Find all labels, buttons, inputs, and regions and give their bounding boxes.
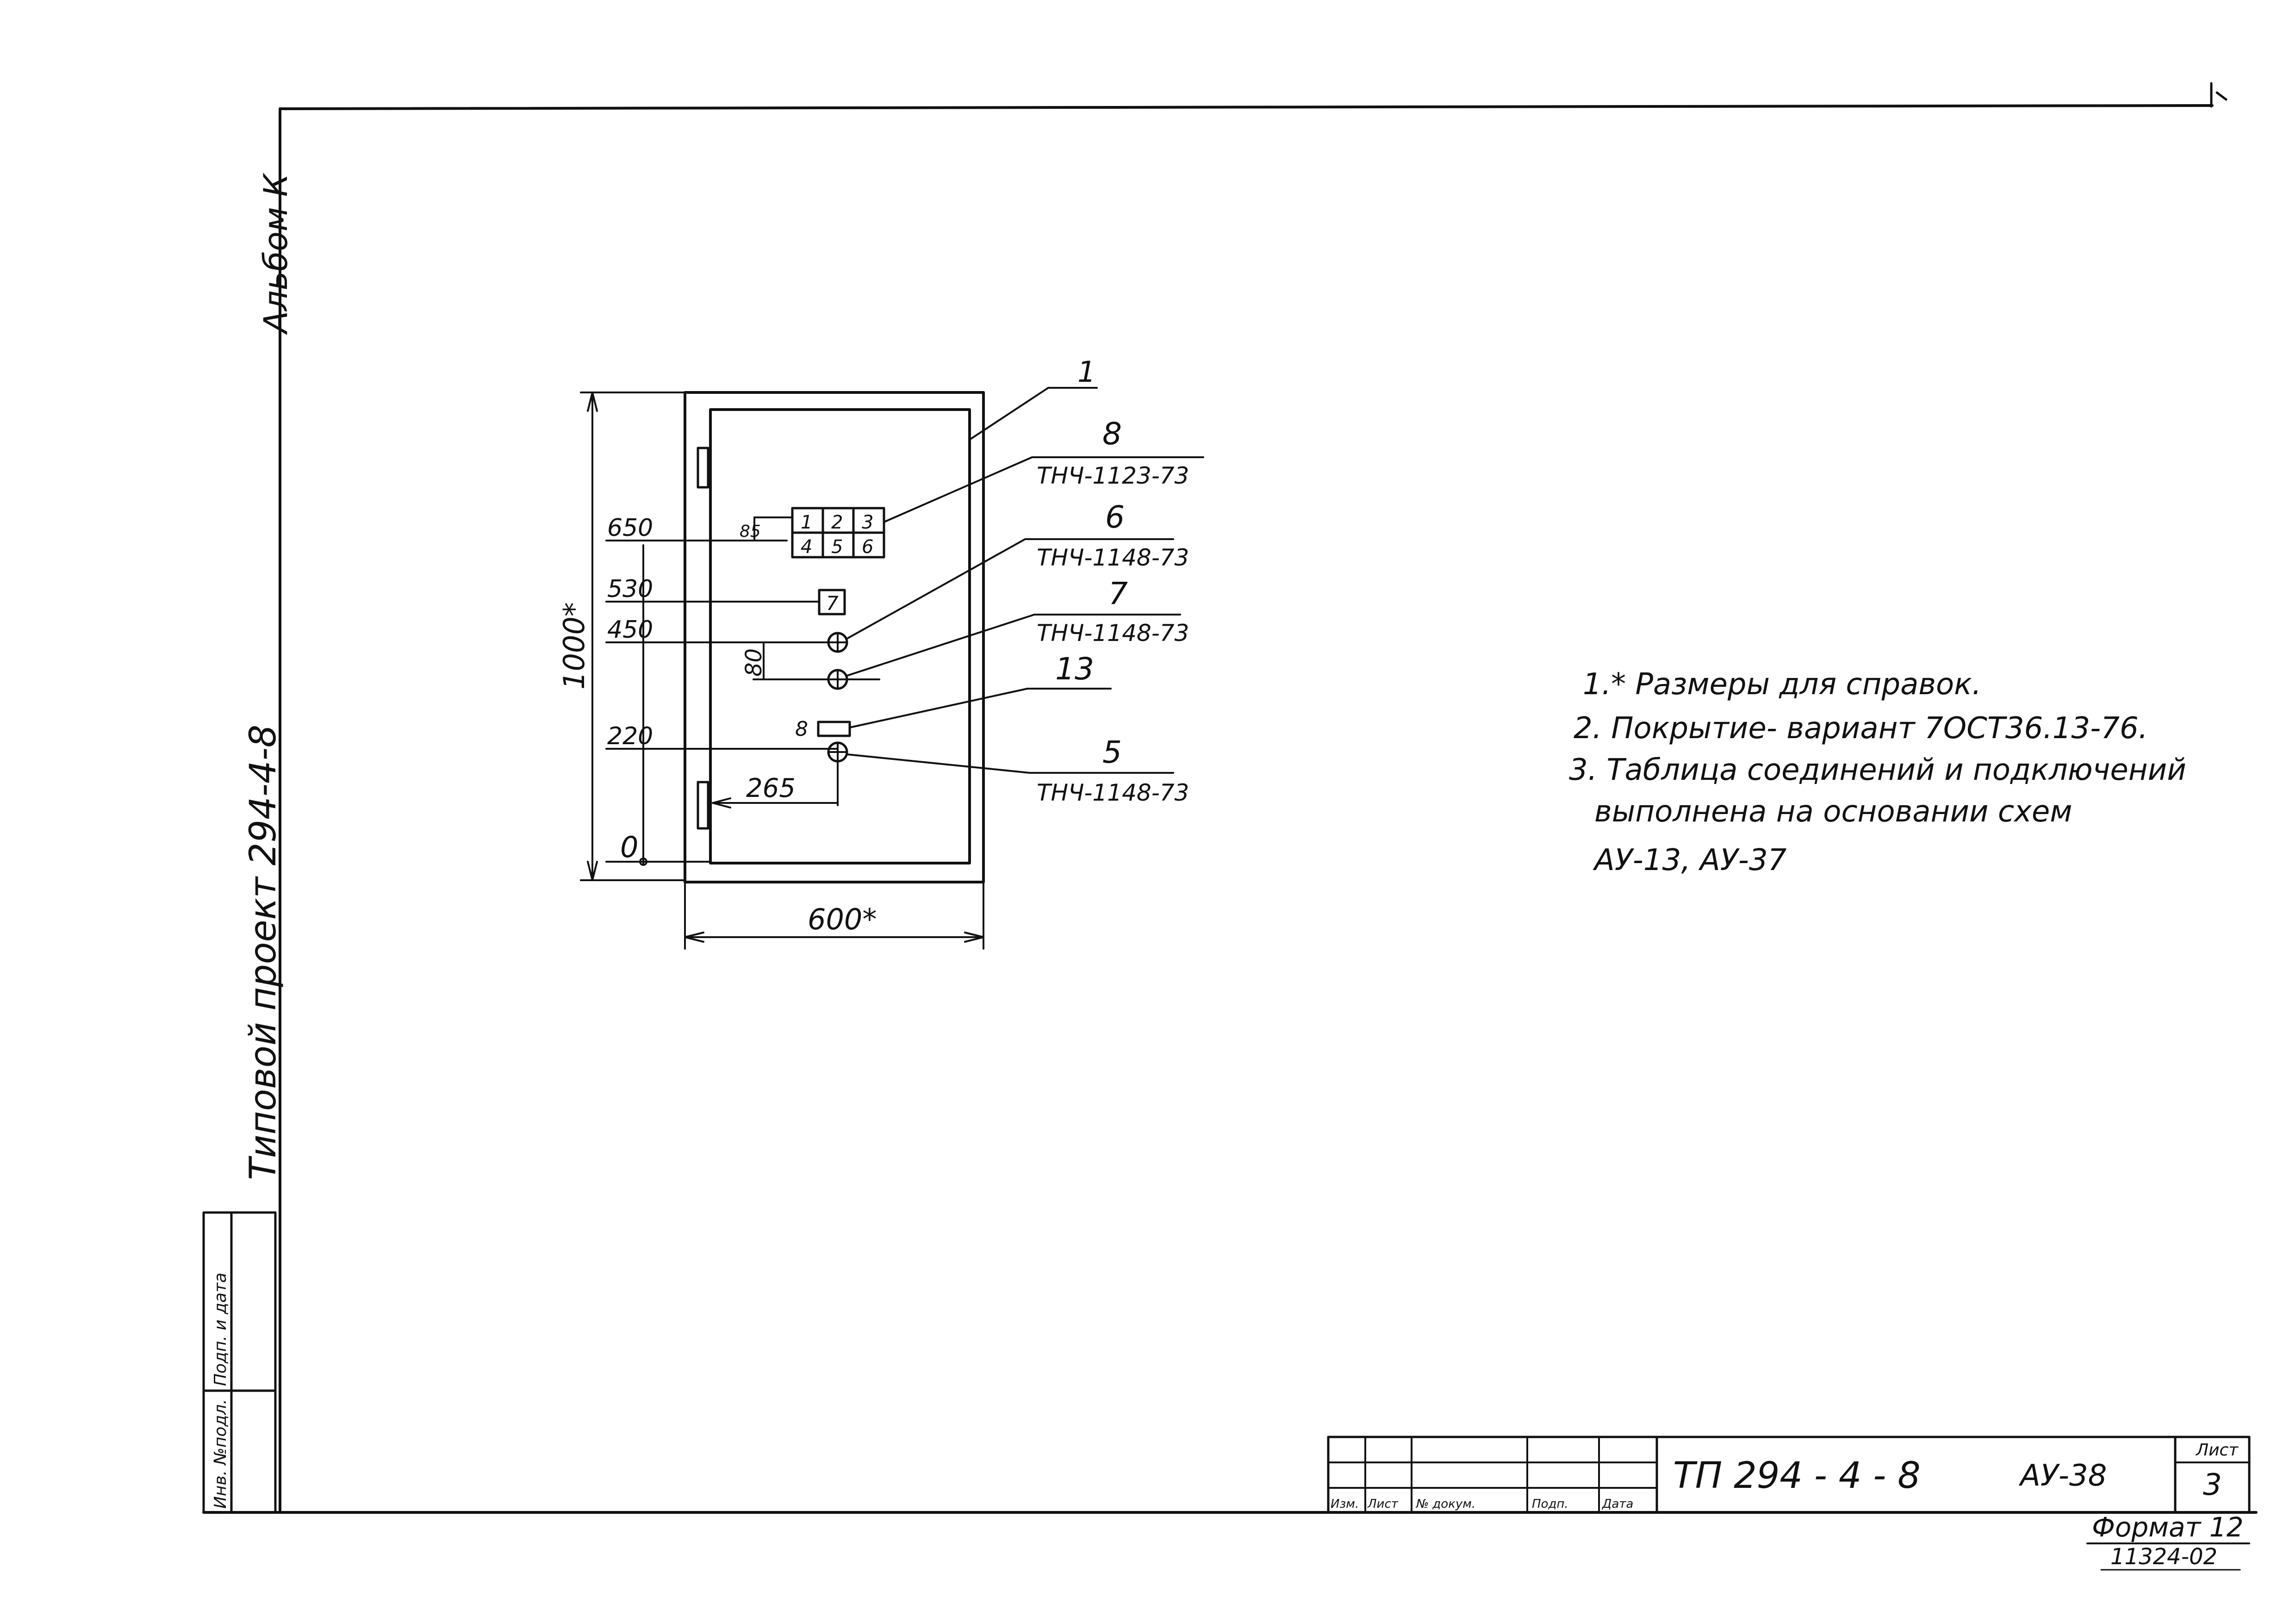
- title-block: Изм. Лист № докум. Подп. Дата ТП 294 - 4…: [1327, 1436, 2251, 1514]
- note-3-cont-1: выполнена на основании схем: [1594, 795, 2072, 829]
- format-stamp: Формат 12 11324-02: [2086, 1511, 2250, 1571]
- sheet-number: 3: [2203, 1468, 2222, 1502]
- tb-col-doc: № докум.: [1415, 1497, 1475, 1511]
- callout-5-number: 5: [1102, 734, 1122, 770]
- tb-col-sign: Подп.: [1532, 1497, 1568, 1511]
- project-side-label: Типовой проект 294-4-8: [243, 725, 284, 1180]
- terminal-block: 85 1 2 3 4 5 6: [740, 507, 885, 559]
- tb-col-list: Лист: [1367, 1497, 1399, 1511]
- callout-8-ref: ТНЧ-1123-73: [1037, 462, 1189, 489]
- level-650: 650: [607, 514, 653, 542]
- notes-block: 1.* Размеры для справок. 2. Покрытие- ва…: [1569, 667, 2186, 877]
- inventory-box: Инв. №подл. Подп. и дата: [202, 1211, 277, 1514]
- note-2: 2. Покрытие- вариант 7ОСТ36.13-76.: [1574, 711, 2148, 746]
- dimension-height: 1000*: [557, 602, 591, 690]
- callout-6-ref: ТНЧ-1148-73: [1037, 544, 1189, 571]
- terminal-cell-2: 2: [831, 512, 843, 533]
- callout-7-number: 7: [1108, 576, 1128, 611]
- callout-8-number: 8: [1102, 416, 1122, 452]
- album-stamp: Альбом К: [257, 172, 295, 335]
- side-margin: Альбом К Типовой проект 294-4-8: [243, 172, 295, 1180]
- callout-1-number: 1: [1077, 355, 1095, 389]
- terminal-cell-6: 6: [862, 536, 873, 558]
- switch-13: 8: [795, 717, 851, 741]
- terminal-cell-4: 4: [801, 536, 812, 558]
- terminal-block-depth: 85: [740, 522, 761, 541]
- lamp-5: [827, 741, 848, 763]
- terminal-cell-5: 5: [831, 536, 843, 558]
- format-label: Формат 12: [2092, 1511, 2244, 1543]
- note-3-cont-2: АУ-13, АУ-37: [1593, 843, 1787, 877]
- dimension-265: 265: [746, 773, 796, 803]
- device-7: 7: [818, 589, 846, 616]
- terminal-cell-3: 3: [862, 512, 873, 533]
- terminal-cell-1: 1: [801, 512, 812, 533]
- level-220: 220: [607, 722, 653, 750]
- dimension-80: 80: [741, 648, 767, 677]
- lamp-6: [827, 632, 848, 653]
- callout-7-ref: ТНЧ-1148-73: [1037, 620, 1189, 647]
- signature-date-label: Подп. и дата: [211, 1273, 230, 1386]
- device-7-label: 7: [826, 592, 839, 615]
- device-8-label: 8: [795, 717, 808, 741]
- sheet-label: Лист: [2195, 1441, 2239, 1460]
- level-0: 0: [620, 830, 638, 864]
- callout-13-number: 13: [1055, 651, 1094, 687]
- inventory-number-label: Инв. №подл.: [211, 1399, 230, 1509]
- hinge-bottom: [697, 781, 709, 830]
- cabinet-outer: [684, 391, 985, 883]
- tb-col-izm: Изм.: [1331, 1497, 1359, 1511]
- callout-5-ref: ТНЧ-1148-73: [1037, 779, 1189, 806]
- note-3: 3. Таблица соединений и подключений: [1569, 753, 2186, 787]
- callout-6-number: 6: [1105, 499, 1125, 535]
- project-code: ТП 294 - 4 - 8: [1673, 1455, 1921, 1497]
- lamp-7: [827, 669, 848, 690]
- drawing-code: АУ-38: [2018, 1459, 2107, 1493]
- hinge-top: [697, 447, 709, 489]
- dimension-width: 600*: [808, 902, 877, 936]
- cabinet-drawing: 1000* 600* 650 530 450 220 0 265 80: [557, 355, 1204, 950]
- level-450: 450: [607, 616, 653, 644]
- level-530: 530: [607, 575, 653, 603]
- note-1: 1.* Размеры для справок.: [1583, 667, 1981, 702]
- tb-col-date: Дата: [1602, 1497, 1633, 1511]
- archive-number: 11324-02: [2110, 1544, 2217, 1570]
